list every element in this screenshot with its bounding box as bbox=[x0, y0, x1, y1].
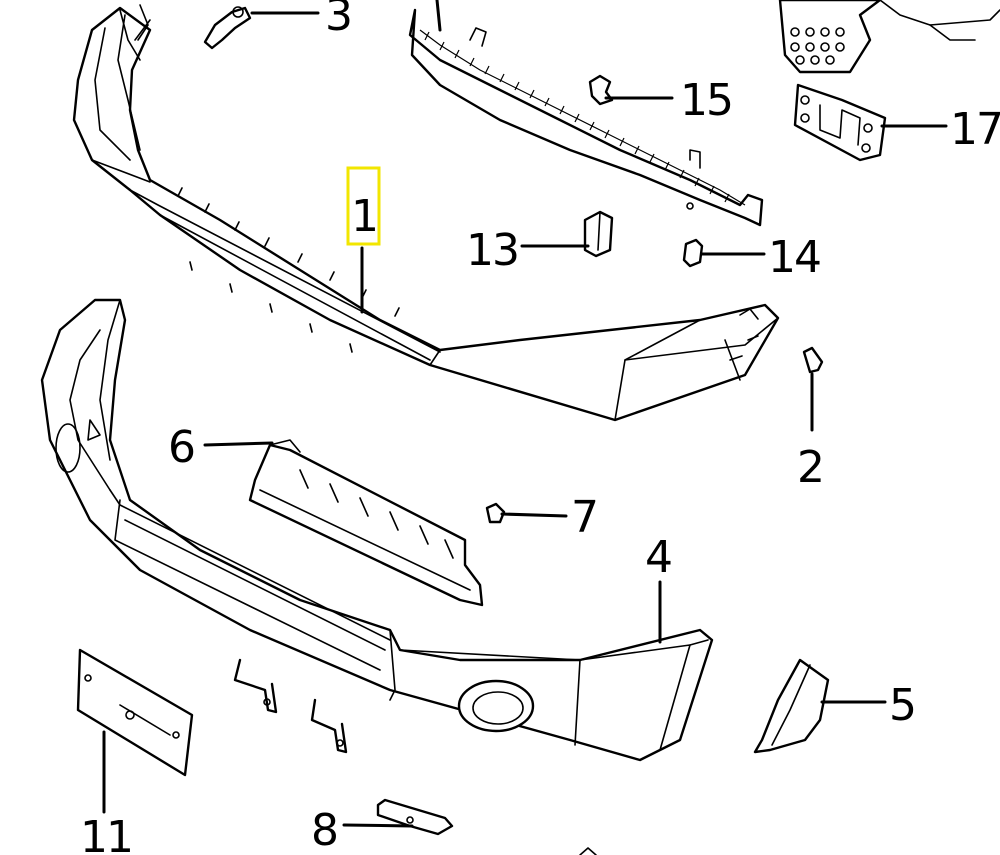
partial-part-bottom bbox=[579, 847, 597, 855]
license-plate-bracket-11[interactable] bbox=[76, 648, 194, 777]
side-trim-5[interactable] bbox=[753, 658, 830, 754]
callout-11[interactable]: 11 bbox=[80, 812, 134, 855]
callout-13[interactable]: 13 bbox=[466, 225, 520, 276]
callout-3[interactable]: 3 bbox=[325, 0, 353, 41]
leader-7 bbox=[500, 512, 568, 518]
clip-14[interactable] bbox=[682, 238, 704, 268]
callout-7[interactable]: 7 bbox=[571, 492, 599, 543]
bolt-2[interactable] bbox=[802, 346, 824, 374]
callout-4[interactable]: 4 bbox=[645, 532, 673, 583]
leader-8 bbox=[342, 823, 414, 828]
callout-17[interactable]: 17 bbox=[950, 104, 1000, 155]
callout-2[interactable]: 2 bbox=[797, 442, 825, 493]
bracket-17[interactable] bbox=[793, 83, 887, 162]
grille-insert-6[interactable] bbox=[248, 439, 484, 607]
skid-plate-8[interactable] bbox=[376, 798, 454, 836]
reinforcement-bar[interactable] bbox=[408, 0, 764, 227]
retainer-13[interactable] bbox=[583, 210, 614, 258]
clip-15[interactable] bbox=[588, 74, 614, 106]
mounting-bracket-top[interactable] bbox=[778, 0, 1000, 74]
callout-5[interactable]: 5 bbox=[889, 680, 917, 731]
highlight-box bbox=[346, 166, 381, 246]
callout-15[interactable]: 15 bbox=[680, 75, 734, 126]
lower-bumper-cover[interactable] bbox=[40, 298, 714, 762]
leader-6 bbox=[203, 441, 274, 447]
callout-6[interactable]: 6 bbox=[168, 422, 196, 473]
callout-14[interactable]: 14 bbox=[768, 232, 822, 283]
sensor-wire-3[interactable] bbox=[119, 4, 252, 61]
clip-7[interactable] bbox=[485, 502, 506, 524]
callout-1[interactable]: 1 bbox=[351, 191, 379, 242]
upper-bumper-cover[interactable] bbox=[72, 6, 780, 422]
callout-8[interactable]: 8 bbox=[311, 805, 339, 855]
